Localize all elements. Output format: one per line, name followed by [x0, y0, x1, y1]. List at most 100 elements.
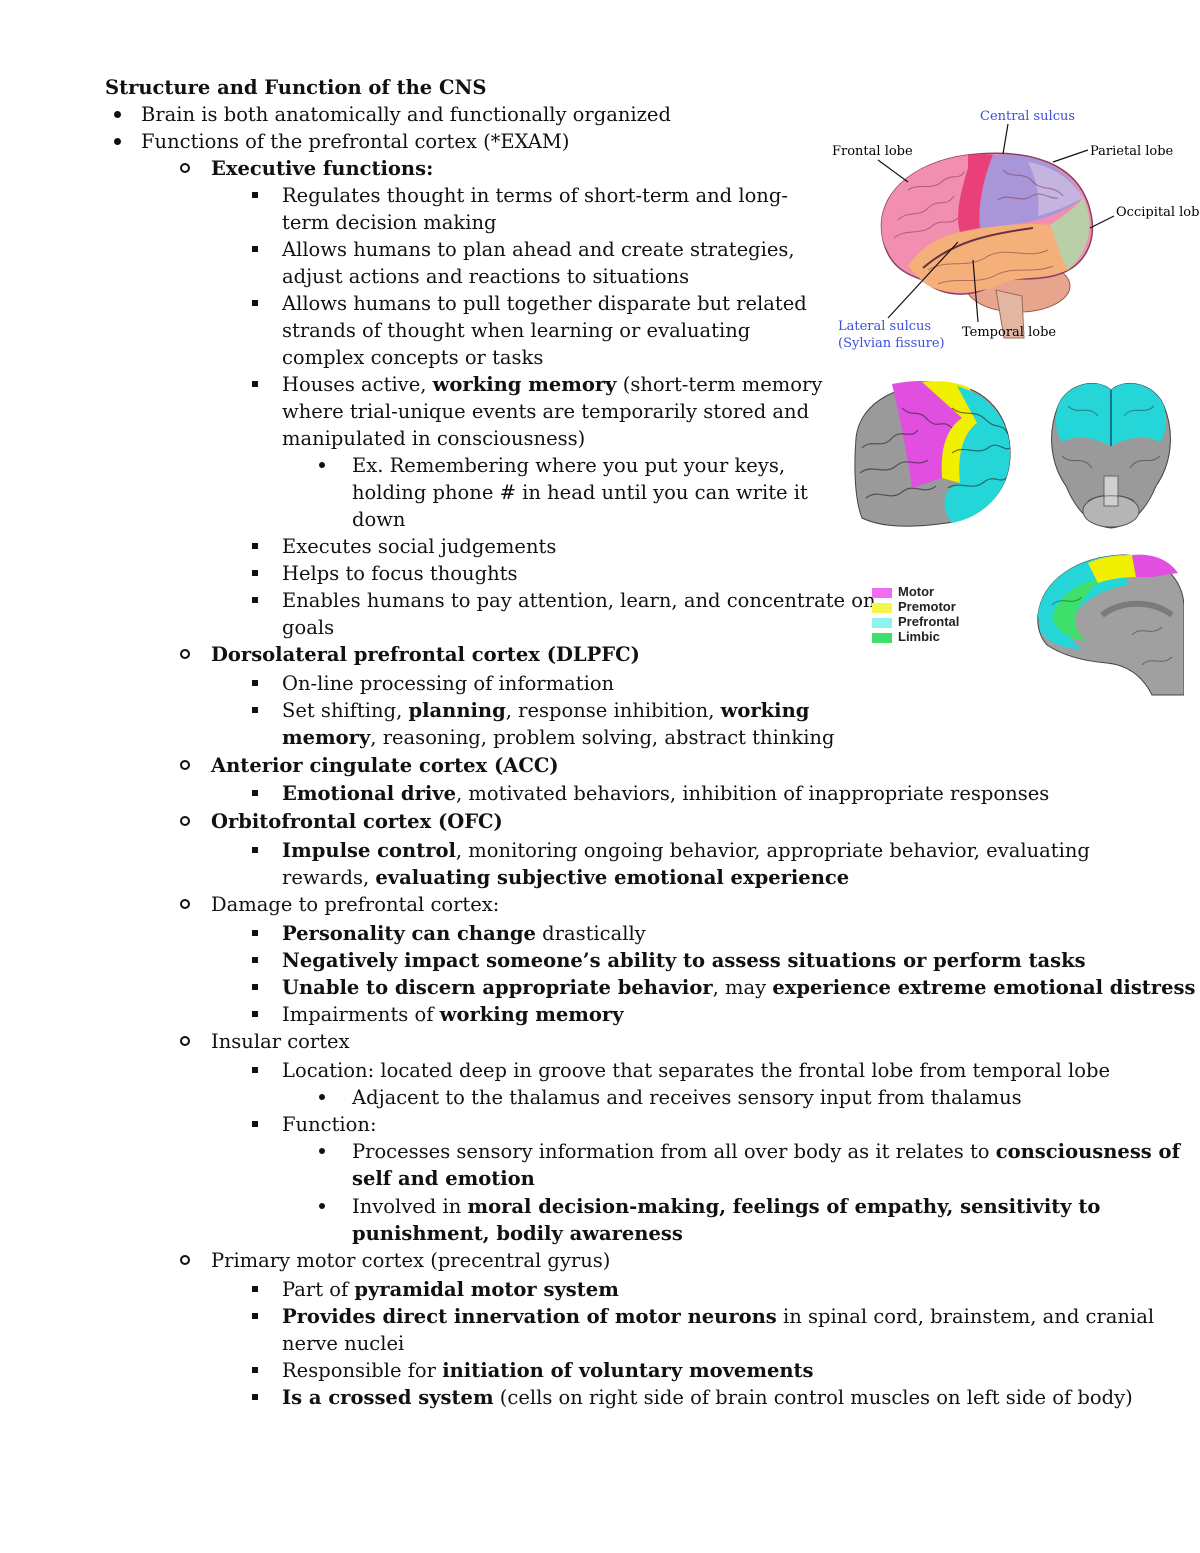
bullet-marker	[180, 1255, 190, 1265]
list-item-text: Houses active,	[282, 373, 433, 396]
list-item-text: Involved in	[352, 1195, 468, 1218]
bullet-marker	[180, 899, 190, 909]
list-item: Brain is both anatomically and functiona…	[141, 101, 671, 128]
list-item-text: Primary motor cortex (precentral gyrus)	[211, 1249, 611, 1272]
list-item-bold-text: consciousness of	[995, 1140, 1180, 1163]
bullet-marker	[252, 1394, 258, 1400]
list-item: Executes social judgements	[282, 533, 556, 560]
bullet-marker	[252, 984, 258, 990]
list-item-bold-text: Unable to discern appropriate behavior	[282, 976, 713, 999]
list-item-text: Ex. Remembering where you put your keys,	[352, 454, 786, 477]
temporal-lobe-label: Temporal lobe	[962, 325, 1056, 340]
legend-item: Premotor	[872, 599, 956, 614]
list-item-bold-text: Orbitofrontal cortex (OFC)	[211, 810, 503, 833]
bullet-marker	[114, 110, 121, 118]
bullet-marker	[180, 816, 190, 826]
bullet-marker	[180, 649, 190, 659]
bullet-marker	[252, 192, 258, 198]
list-item-text: Set shifting,	[282, 699, 409, 722]
bullet-marker	[252, 1067, 258, 1073]
bullet-marker	[252, 543, 258, 549]
list-item-bold-text: Executive functions:	[211, 157, 434, 180]
frontal-lobe-label: Frontal lobe	[832, 144, 913, 159]
list-item: adjust actions and reactions to situatio…	[282, 263, 689, 290]
bullet-marker	[252, 381, 258, 387]
list-item-text: drastically	[535, 922, 646, 945]
list-item: Regulates thought in terms of short-term…	[282, 182, 788, 209]
list-item: Provides direct innervation of motor neu…	[282, 1303, 1154, 1330]
list-item-text: Allows humans to plan ahead and create s…	[282, 238, 795, 261]
bullet-marker	[252, 570, 258, 576]
list-item: Houses active, working memory (short-ter…	[282, 371, 822, 398]
bullet-marker	[252, 1313, 258, 1319]
list-item: holding phone # in head until you can wr…	[352, 479, 808, 506]
list-item: Processes sensory information from all o…	[352, 1138, 1180, 1165]
list-item: Personality can change drastically	[282, 920, 646, 947]
bullet-marker	[252, 957, 258, 963]
list-item-bold-text: memory	[282, 726, 371, 749]
list-item-text: rewards,	[282, 866, 376, 889]
list-item: rewards, evaluating subjective emotional…	[282, 864, 849, 891]
list-item-text: Enables humans to pay attention, learn, …	[282, 589, 876, 612]
list-item: nerve nuclei	[282, 1330, 404, 1357]
bullet-marker	[319, 462, 325, 468]
bullet-marker	[252, 680, 258, 686]
parietal-lobe-label: Parietal lobe	[1090, 144, 1174, 159]
list-item-text: , reasoning, problem solving, abstract t…	[370, 726, 835, 749]
bullet-marker	[252, 597, 258, 603]
list-item: Executive functions:	[211, 155, 433, 182]
bullet-marker	[252, 847, 258, 853]
legend-item: Prefrontal	[872, 614, 959, 629]
list-item-text: term decision making	[282, 211, 497, 234]
list-item-text: Damage to prefrontal cortex:	[211, 893, 500, 916]
list-item: Dorsolateral prefrontal cortex (DLPFC)	[211, 641, 640, 668]
list-item-text: manipulated in consciousness)	[282, 427, 586, 450]
list-item: memory, reasoning, problem solving, abst…	[282, 724, 834, 751]
legend-label: Premotor	[898, 599, 956, 614]
list-item-text: Helps to focus thoughts	[282, 562, 518, 585]
list-item: manipulated in consciousness)	[282, 425, 585, 452]
list-item: punishment, bodily awareness	[352, 1220, 683, 1247]
list-item: Impulse control, monitoring ongoing beha…	[282, 837, 1090, 864]
list-item-text: Regulates thought in terms of short-term…	[282, 184, 788, 207]
list-item-text: , response inhibition,	[505, 699, 721, 722]
list-item: Negatively impact someone’s ability to a…	[282, 947, 1086, 974]
list-item: Allows humans to plan ahead and create s…	[282, 236, 795, 263]
sylvian-fissure-label: (Sylvian fissure)	[838, 336, 945, 351]
list-item-bold-text: initiation of voluntary movements	[442, 1359, 814, 1382]
list-item: Primary motor cortex (precentral gyrus)	[211, 1247, 610, 1274]
list-item: Damage to prefrontal cortex:	[211, 891, 499, 918]
bullet-marker	[319, 1203, 325, 1209]
list-item: Emotional drive, motivated behaviors, in…	[282, 780, 1049, 807]
list-item-text: Impairments of	[282, 1003, 440, 1026]
bullet-marker	[180, 1036, 190, 1046]
list-item-bold-text: Emotional drive	[282, 782, 456, 805]
brain-lobes-illustration	[880, 152, 1094, 339]
list-item: Enables humans to pay attention, learn, …	[282, 587, 876, 614]
list-item: Location: located deep in groove that se…	[282, 1057, 1110, 1084]
bullet-marker	[252, 300, 258, 306]
brain-lobes-figure: Central sulcus Frontal lobe Parietal lob…	[832, 109, 1200, 351]
list-item: Set shifting, planning, response inhibit…	[282, 697, 809, 724]
legend-swatch	[872, 632, 892, 643]
list-item-text: holding phone # in head until you can wr…	[352, 481, 808, 504]
list-item-bold-text: Provides direct innervation of motor neu…	[282, 1305, 777, 1328]
bullet-marker	[252, 790, 258, 796]
list-item: Is a crossed system (cells on right side…	[282, 1384, 1133, 1411]
bullet-marker	[252, 930, 258, 936]
list-item-bold-text: Negatively impact someone’s ability to a…	[282, 949, 1086, 972]
list-item-bold-text: Impulse control	[282, 839, 456, 862]
list-item-text: , monitoring ongoing behavior, appropria…	[455, 839, 1090, 862]
list-item-bold-text: Anterior cingulate cortex (ACC)	[211, 754, 559, 777]
page-title: Structure and Function of the CNS	[105, 76, 487, 99]
list-item: Adjacent to the thalamus and receives se…	[352, 1084, 1022, 1111]
list-item: On-line processing of information	[282, 670, 614, 697]
bullet-marker	[319, 1094, 325, 1100]
bullet-marker	[180, 163, 190, 173]
list-item-text: strands of thought when learning or eval…	[282, 319, 751, 342]
list-item: Involved in moral decision-making, feeli…	[352, 1193, 1100, 1220]
brain-medial-view-image	[1037, 554, 1184, 696]
list-item-bold-text: working	[720, 699, 810, 722]
list-item-text: adjust actions and reactions to situatio…	[282, 265, 690, 288]
list-item-bold-text: Dorsolateral prefrontal cortex (DLPFC)	[211, 643, 640, 666]
